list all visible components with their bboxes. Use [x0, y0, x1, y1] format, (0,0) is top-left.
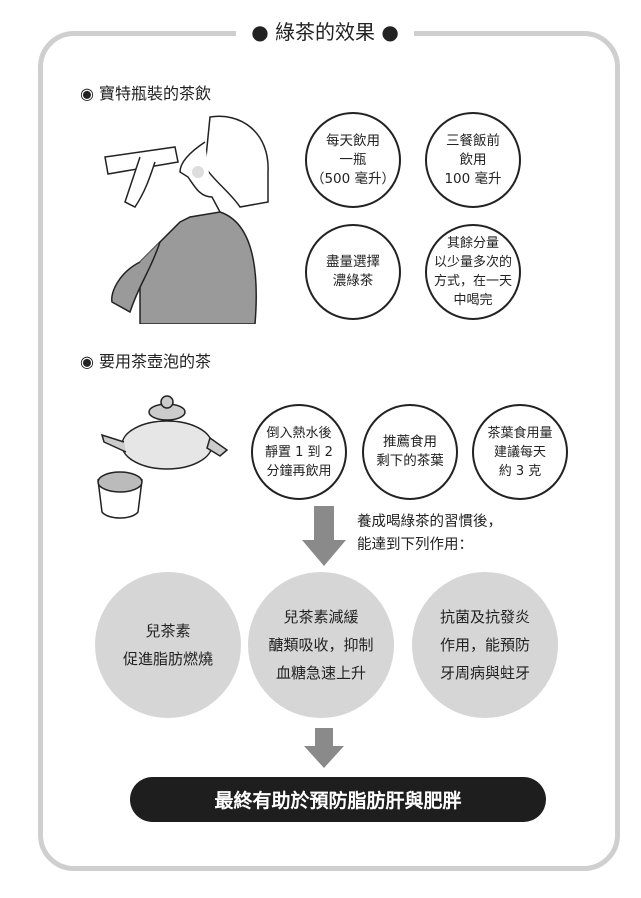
tip-circle: 盡量選擇 濃綠茶 [305, 224, 401, 320]
tip-text: 茶葉食用量 建議每天 約 3 克 [487, 425, 553, 479]
effect-text: 抗菌及抗發炎 作用，能預防 牙周病與蛀牙 [439, 608, 530, 682]
tip-circle: 三餐飯前 飲用 100 毫升 [425, 112, 521, 208]
habit-note: 養成喝綠茶的習慣後， 能達到下列作用： [357, 514, 502, 553]
down-arrow-icon [304, 728, 344, 768]
tip-circle: 茶葉食用量 建議每天 約 3 克 [472, 404, 568, 500]
tip-text: 倒入熱水後 靜置 1 到 2 分鐘再飲用 [265, 425, 333, 479]
effect-text: 兒茶素減緩 醣類吸收，抑制 血糖急速上升 [268, 608, 374, 682]
woman-drinking-illustration [104, 115, 269, 324]
tip-circle: 推薦食用 剩下的茶葉 [362, 404, 458, 500]
tip-text: 每天飲用 一瓶 （500 毫升） [310, 132, 396, 187]
conclusion-text: 最終有助於預防脂肪肝與肥胖 [214, 790, 462, 812]
tip-text: 盡量選擇 濃綠茶 [326, 254, 380, 289]
tip-circle: 倒入熱水後 靜置 1 到 2 分鐘再飲用 [251, 404, 347, 500]
tip-text: 推薦食用 剩下的茶葉 [376, 434, 444, 469]
tip-text: 三餐飯前 飲用 100 毫升 [444, 132, 502, 187]
section-heading-bottle: ◉ 寶特瓶裝的茶飲 [80, 84, 212, 103]
effect-circle: 抗菌及抗發炎 作用，能預防 牙周病與蛀牙 [412, 572, 558, 718]
page-title: ● 綠茶的效果 ● [236, 18, 414, 46]
down-arrow-icon [302, 506, 346, 566]
teapot-illustration [97, 395, 229, 519]
conclusion-banner: 最終有助於預防脂肪肝與肥胖 [130, 777, 546, 822]
effect-circle: 兒茶素減緩 醣類吸收，抑制 血糖急速上升 [248, 572, 394, 718]
section-heading-teapot: ◉ 要用茶壺泡的茶 [80, 352, 212, 371]
effect-circle: 兒茶素 促進脂肪燃燒 [95, 572, 241, 718]
tip-circle: 其餘分量 以少量多次的 方式，在一天 中喝完 [425, 224, 521, 320]
tip-circle: 每天飲用 一瓶 （500 毫升） [305, 112, 401, 208]
effect-text: 兒茶素 促進脂肪燃燒 [122, 622, 213, 668]
tip-text: 其餘分量 以少量多次的 方式，在一天 中喝完 [433, 236, 512, 308]
